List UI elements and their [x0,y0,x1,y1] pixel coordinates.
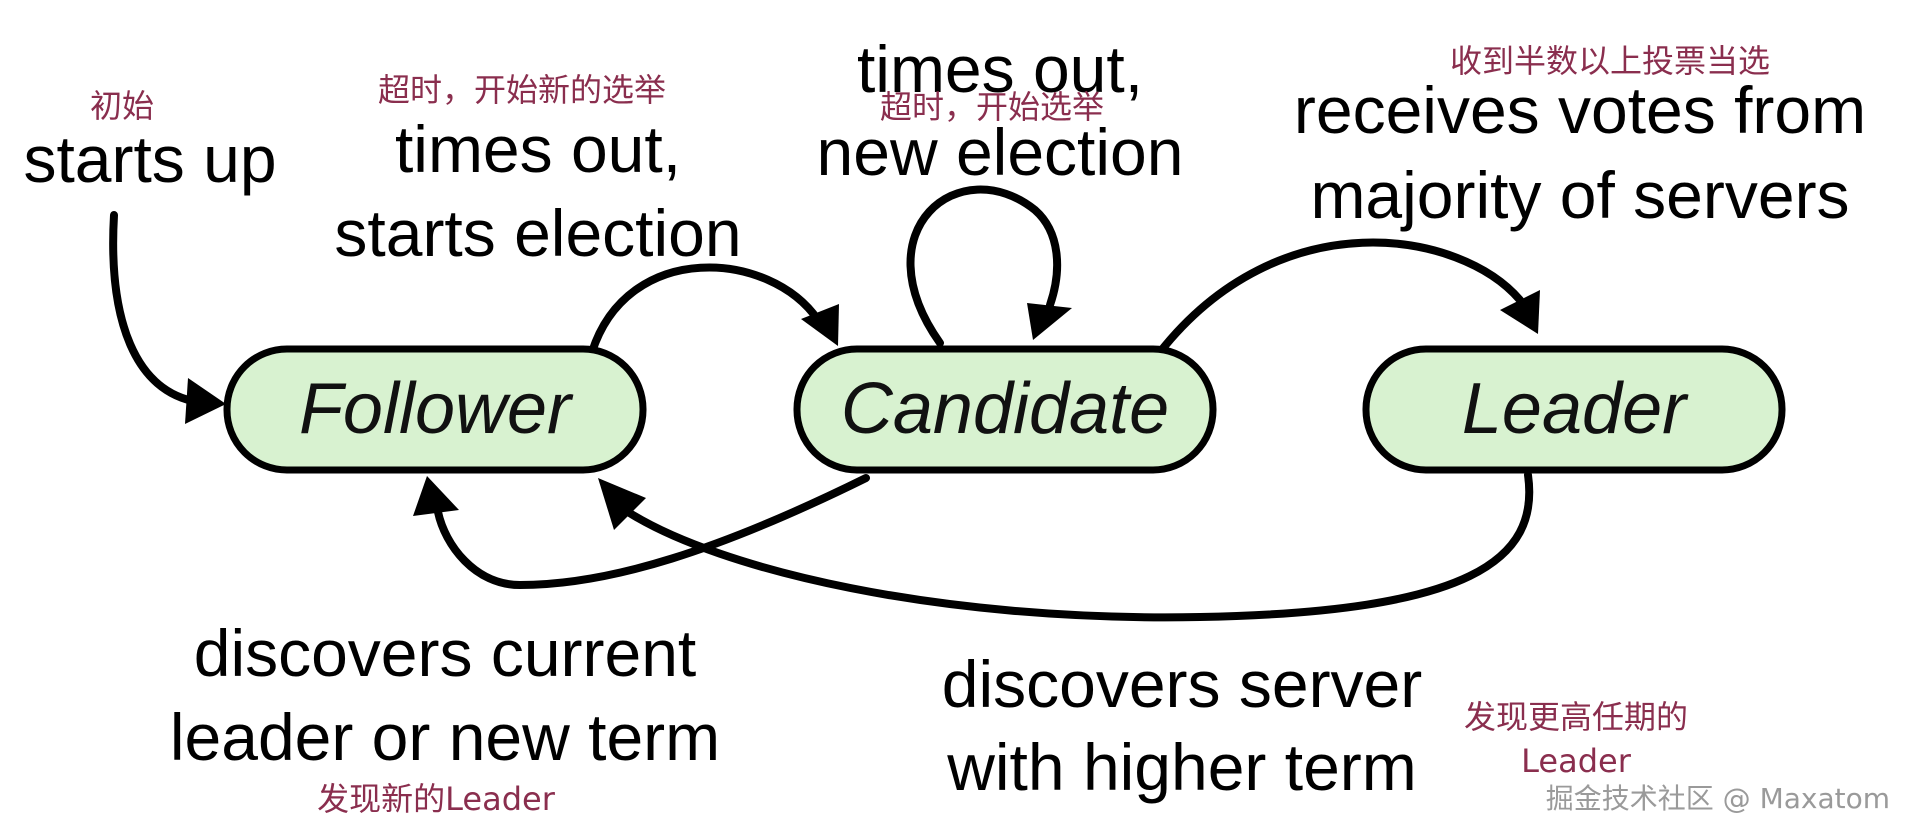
watermark-text: 掘金技术社区 @ Maxatom [1546,782,1890,815]
arrow-candidate-to-leader-head [1500,290,1540,334]
candidate-self-cn-label: 超时，开始选举 [880,88,1104,126]
arrow-candidate-self-loop-head [1027,303,1072,340]
arrow-follower-to-candidate [588,263,822,356]
arrow-follower-to-candidate-head [801,304,839,346]
arrow-leader-to-follower-head [598,478,646,530]
candidate-self-en-line1: times out, [857,32,1143,106]
arrow-candidate-to-follower-head [413,476,459,516]
candidate-to-follower-cn-label: 发现新的Leader [317,780,556,818]
candidate-to-leader-en-line2: majority of servers [1310,158,1849,232]
arrow-candidate-to-leader [1156,238,1524,356]
state-leader: Leader [1362,345,1786,474]
follower-to-candidate-en-line1: times out, [395,112,681,186]
candidate-to-follower-en-line2: leader or new term [170,700,720,774]
candidate-to-leader-cn-label: 收到半数以上投票当选 [1450,42,1770,80]
leader-to-follower-cn-line1: 发现更高任期的 [1464,698,1688,736]
candidate-to-follower-en-line1: discovers current [194,616,697,690]
start-cn-label: 初始 [90,87,154,125]
follower-to-candidate-cn-label: 超时，开始新的选举 [378,71,666,109]
leader-to-follower-en-line2: with higher term [946,730,1417,804]
state-candidate: Candidate [793,345,1217,474]
leader-to-follower-cn-line2: Leader [1521,742,1632,780]
arrow-leader-to-follower [624,471,1534,622]
start-en-label: starts up [23,122,276,196]
state-follower-label: Follower [299,369,574,449]
state-follower: Follower [223,345,647,474]
candidate-self-en-line2: new election [817,115,1184,189]
arrow-candidate-self-loop [906,185,1062,347]
arrow-start-to-follower [109,211,202,406]
state-leader-label: Leader [1462,369,1689,449]
state-candidate-label: Candidate [841,369,1169,449]
follower-to-candidate-en-line2: starts election [334,196,741,270]
arrow-candidate-to-follower [434,474,870,590]
arrow-start-to-follower-head [185,378,226,424]
leader-to-follower-en-line1: discovers server [942,647,1422,721]
candidate-to-leader-en-line1: receives votes from [1294,73,1866,147]
